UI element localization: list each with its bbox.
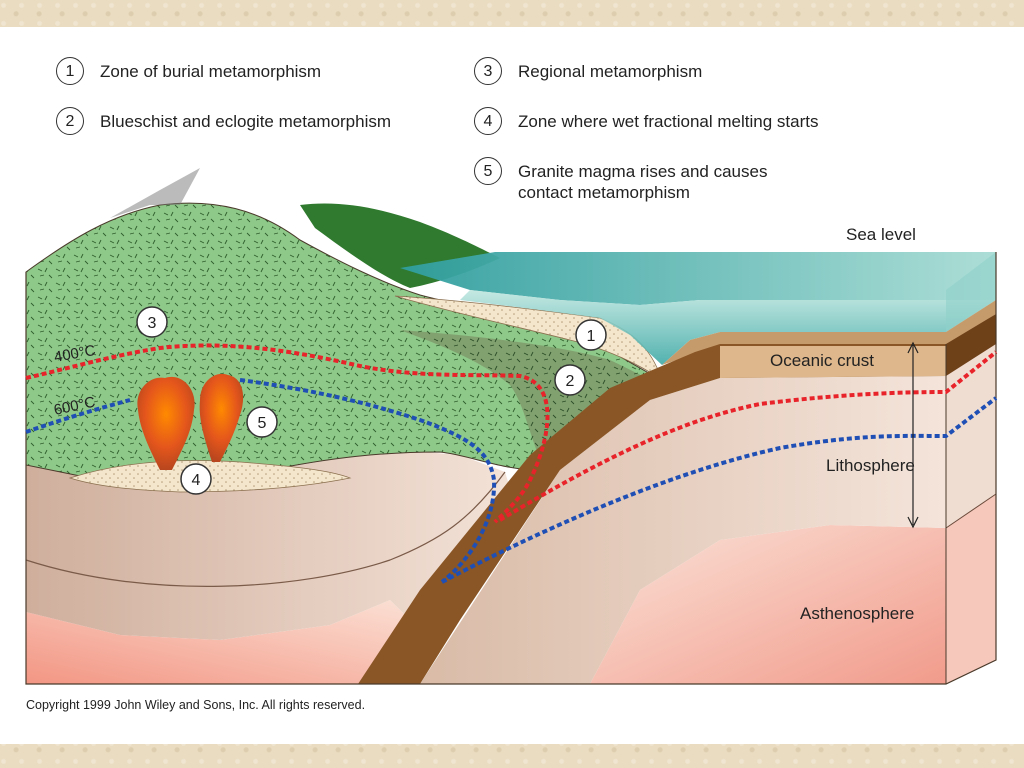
- arrow-head-down: [907, 516, 919, 529]
- isotherm-600-line: [25, 378, 998, 584]
- asthenosphere-right: [590, 525, 946, 684]
- accretionary-wedge: [400, 330, 660, 470]
- legend-item-5: 5 Granite magma rises and causes contact…: [474, 157, 767, 203]
- marker-4: 4: [180, 463, 212, 495]
- copyright-notice: Copyright 1999 John Wiley and Sons, Inc.…: [26, 698, 366, 712]
- svg-text:2: 2: [566, 373, 575, 390]
- legend-item-1: 1 Zone of burial metamorphism: [56, 57, 322, 85]
- marker-1: 1: [575, 319, 607, 351]
- block-right-face-lith: [946, 344, 996, 528]
- ocean-top-surface: [400, 252, 996, 305]
- legend-text-2: Blueschist and eclogite metamorphism: [100, 112, 392, 131]
- ocean-side-face: [946, 252, 996, 332]
- legend-text-5-line1: Granite magma rises and causes: [518, 162, 768, 181]
- magma-plume-left: [137, 376, 195, 470]
- marker-3: 3: [136, 306, 168, 338]
- svg-text:5: 5: [258, 415, 267, 432]
- svg-text:3: 3: [148, 315, 157, 332]
- legend-marker-3: 3: [474, 57, 502, 85]
- face-boundary: [945, 493, 997, 529]
- magma-plume-right: [199, 373, 244, 462]
- isotherm-400-line: [25, 343, 998, 524]
- oceanic-crust-slab: [358, 344, 946, 684]
- arrow-head-up: [907, 341, 919, 354]
- legend-text-4: Zone where wet fractional melting starts: [518, 112, 819, 131]
- oceanic-crust-label: Oceanic crust: [770, 351, 874, 370]
- asthenosphere-left: [26, 600, 408, 684]
- legend-item-3: 3 Regional metamorphism: [474, 57, 703, 85]
- mountain-snow: [200, 152, 355, 188]
- marker-2: 2: [554, 364, 586, 396]
- legend-text-3: Regional metamorphism: [518, 62, 703, 81]
- svg-text:1: 1: [587, 328, 596, 345]
- ocean-water: [460, 290, 996, 365]
- legend-marker-4: 4: [474, 107, 502, 135]
- legend-text-5-line2: contact metamorphism: [518, 183, 690, 202]
- asthenosphere-label: Asthenosphere: [800, 604, 915, 623]
- legend-item-4: 4 Zone where wet fractional melting star…: [474, 107, 819, 135]
- legend-marker-1: 1: [56, 57, 84, 85]
- legend-text-5: Granite magma rises and causes contact m…: [518, 161, 767, 203]
- lithosphere-right: [420, 376, 946, 684]
- mantle-wedge-curve: [25, 471, 506, 587]
- oceanic-crust-top: [662, 300, 996, 365]
- sea-level-label: Sea level: [846, 225, 916, 244]
- oceanic-crust-light-band: [720, 346, 946, 378]
- legend-item-2: 2 Blueschist and eclogite metamorphism: [56, 107, 392, 135]
- legend-marker-2: 2: [56, 107, 84, 135]
- legend-text-1: Zone of burial metamorphism: [100, 62, 322, 81]
- legend-marker-5: 5: [474, 157, 502, 185]
- marker-5: 5: [246, 406, 278, 438]
- lithosphere-left: [26, 450, 520, 640]
- mountain-shadow: [110, 168, 200, 218]
- oceanic-crust-side: [946, 314, 996, 376]
- lithosphere-label: Lithosphere: [826, 456, 915, 475]
- svg-text:4: 4: [192, 472, 201, 489]
